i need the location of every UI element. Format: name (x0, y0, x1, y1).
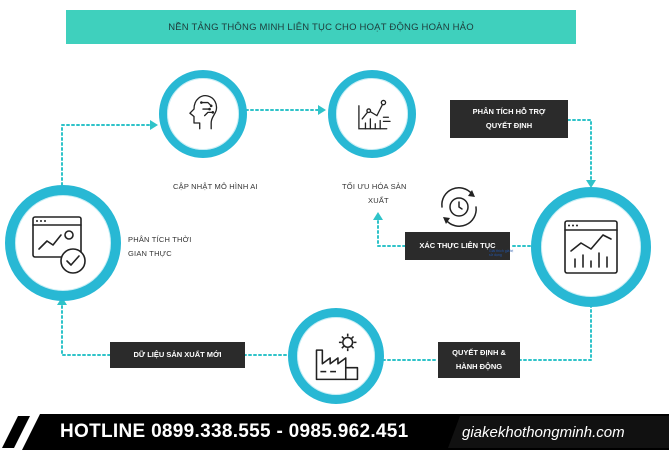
browser-check-icon (32, 216, 86, 274)
box-validation-text: XÁC THỰC LIÊN TỤC (419, 241, 496, 250)
arrowhead-up (57, 297, 67, 305)
tiny-note-line2: sử dụng (489, 253, 502, 257)
banner-title: NỀN TẢNG THÔNG MINH LIÊN TỤC CHO HOẠT ĐỘ… (168, 21, 474, 33)
hotline-text: HOTLINE 0899.338.555 - 0985.962.451 (60, 421, 409, 442)
box-decision-action-line2: HÀNH ĐỘNG (455, 362, 503, 371)
connector-analytics-to-action (519, 299, 592, 361)
node-factory (288, 308, 384, 404)
node-realtime (5, 185, 121, 301)
box-decision-action-line1: QUYẾT ĐỊNH & (452, 348, 506, 357)
title-banner: NỀN TẢNG THÔNG MINH LIÊN TỤC CHO HOẠT ĐỘ… (66, 10, 576, 44)
analytics-icon (564, 220, 618, 274)
node-optimize (328, 70, 416, 158)
arrowhead-right (150, 120, 158, 130)
label-realtime-2: GIAN THỰC (128, 249, 172, 258)
connector-validation-to-optimize (377, 219, 406, 247)
label-optimize-2: XUẤT (368, 196, 389, 205)
arrowhead-down (586, 180, 596, 188)
label-ai-update: CẬP NHẬT MÔ HÌNH AI (173, 182, 258, 191)
ai-head-icon (189, 95, 218, 130)
box-decision-action: QUYẾT ĐỊNH & HÀNH ĐỘNG (438, 342, 520, 378)
footer-banner (2, 414, 669, 450)
label-optimize-1: TỐI ƯU HÓA SẢN (342, 182, 407, 191)
connector-box-to-analytics (567, 119, 592, 181)
box-new-data-text: DỮ LIỆU SẢN XUẤT MỚI (133, 350, 222, 359)
factory-icon (315, 333, 359, 381)
website-link[interactable]: giakekhothongminh.com (462, 424, 625, 441)
node-ai-update (159, 70, 247, 158)
connector-realtime-to-ai (61, 124, 151, 186)
node-analytics (531, 187, 651, 307)
connector-newdata-to-realtime (61, 304, 111, 356)
tiny-note: Giải thích giá trị sử dụng (489, 249, 513, 257)
box-decision-support: PHÂN TÍCH HỖ TRỢ QUYẾT ĐỊNH (450, 100, 568, 138)
box-decision-support-line1: PHÂN TÍCH HỖ TRỢ (472, 107, 546, 116)
cycle-clock-icon (441, 187, 477, 227)
tiny-note-line1: Giải thích giá trị (489, 249, 514, 253)
box-decision-support-line2: QUYẾT ĐỊNH (485, 121, 533, 130)
box-new-data: DỮ LIỆU SẢN XUẤT MỚI (110, 342, 245, 368)
label-realtime-1: PHÂN TÍCH THỜI (128, 235, 192, 244)
growth-chart-icon (358, 99, 391, 130)
arrowhead-up (373, 212, 383, 220)
arrowhead-right (318, 105, 326, 115)
box-validation: XÁC THỰC LIÊN TỤC (405, 232, 510, 260)
